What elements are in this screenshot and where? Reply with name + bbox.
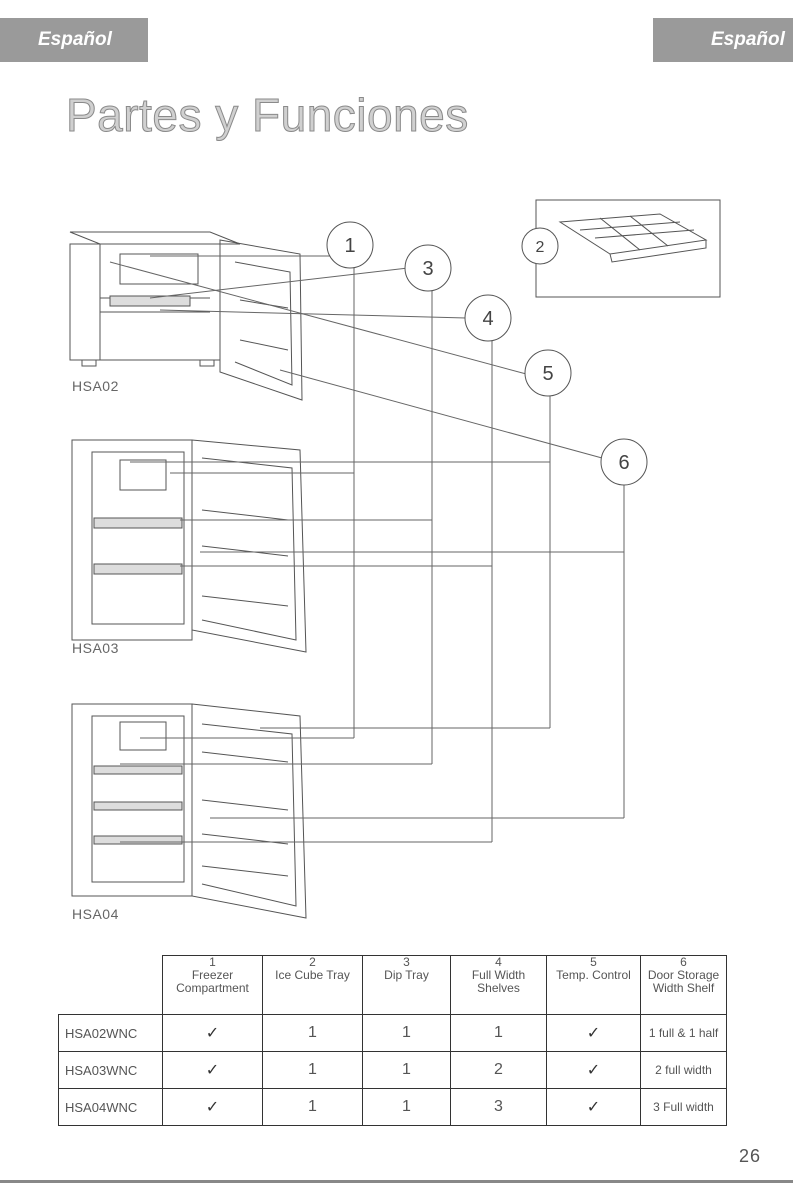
callout-number-1: 1: [344, 235, 355, 257]
table-cell: ✓: [547, 1015, 641, 1052]
parts-diagram: 1 2 3 4 5 6: [0, 0, 793, 950]
table-cell: ✓: [163, 1015, 263, 1052]
table-cell: 1: [263, 1015, 363, 1052]
table-cell: 1 full & 1 half: [641, 1015, 727, 1052]
model-label-hsa02: HSA02: [72, 378, 119, 394]
table-cell: 2 full width: [641, 1052, 727, 1089]
table-cell: 1: [263, 1052, 363, 1089]
table-cell: 3: [451, 1089, 547, 1126]
model-label-hsa04: HSA04: [72, 906, 119, 922]
table-cell: 1: [263, 1089, 363, 1126]
row-model: HSA04WNC: [59, 1089, 163, 1126]
table-cell: 1: [451, 1015, 547, 1052]
table-cell: ✓: [163, 1052, 263, 1089]
table-cell: ✓: [163, 1089, 263, 1126]
table-cell: 3 Full width: [641, 1089, 727, 1126]
model-label-hsa03: HSA03: [72, 640, 119, 656]
row-model: HSA03WNC: [59, 1052, 163, 1089]
fridge-hsa04-illustration: [72, 704, 306, 918]
callout-number-2: 2: [536, 239, 545, 256]
callout-number-4: 4: [482, 308, 493, 330]
fridge-hsa02-illustration: [70, 232, 302, 400]
callout-number-6: 6: [618, 452, 629, 474]
table-row: HSA02WNC ✓ 1 1 1 ✓ 1 full & 1 half: [59, 1015, 727, 1052]
callout-number-5: 5: [542, 363, 553, 385]
row-model: HSA02WNC: [59, 1015, 163, 1052]
table-cell: 1: [363, 1052, 451, 1089]
callout-number-3: 3: [422, 258, 433, 280]
table-cell: 1: [363, 1089, 451, 1126]
table-row: HSA03WNC ✓ 1 1 2 ✓ 2 full width: [59, 1052, 727, 1089]
table-cell: 2: [451, 1052, 547, 1089]
table-cell: ✓: [547, 1089, 641, 1126]
ice-cube-tray-illustration: [536, 200, 720, 297]
leader-lines: [110, 256, 624, 842]
page-number: 26: [739, 1146, 761, 1167]
bottom-rule: [0, 1180, 793, 1183]
table-cell: 1: [363, 1015, 451, 1052]
table-cell: ✓: [547, 1052, 641, 1089]
table-row: HSA04WNC ✓ 1 1 3 ✓ 3 Full width: [59, 1089, 727, 1126]
table-corner: [59, 956, 163, 1015]
fridge-hsa03-illustration: [72, 440, 306, 652]
